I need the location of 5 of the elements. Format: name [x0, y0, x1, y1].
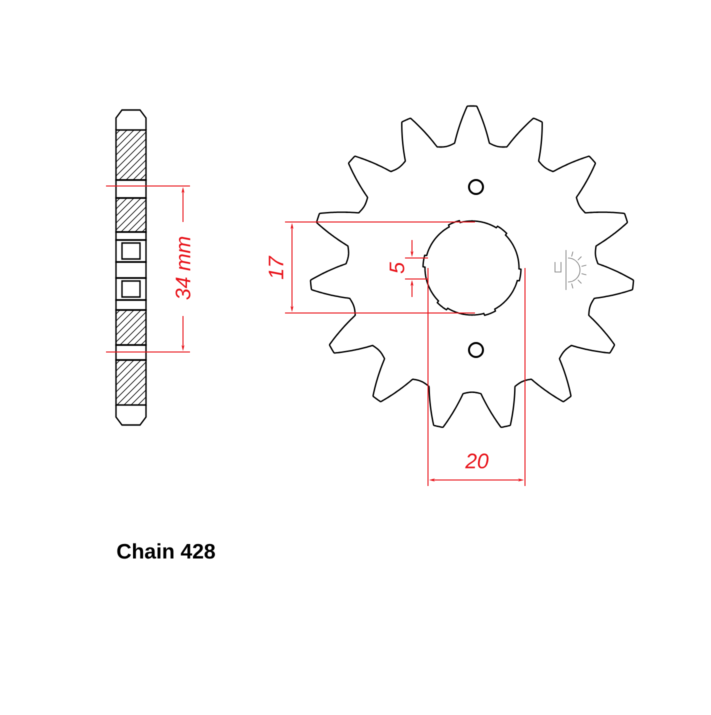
dimension-label: 17	[268, 256, 284, 280]
dimension-label: 5	[390, 262, 404, 274]
dimension-label: 20	[465, 454, 488, 468]
chain-label: Chain 428	[117, 543, 215, 559]
dimension-label: 34 mm	[176, 236, 190, 300]
